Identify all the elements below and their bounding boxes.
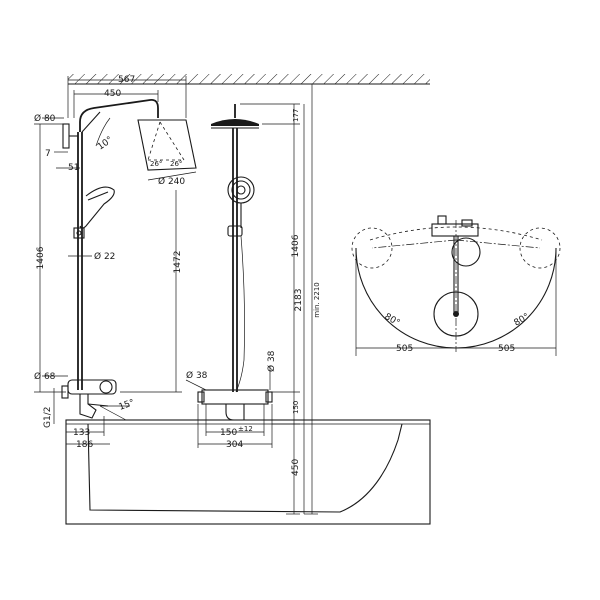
dim-min-2210: min. 2210 [313, 282, 321, 317]
dim-dia-68: Ø 68 [34, 371, 56, 382]
dim-1406-mid: 1406 [291, 234, 301, 257]
dim-1406-left: 1406 [36, 246, 46, 269]
dim-dia-38-left: Ø 38 [186, 370, 208, 381]
dim-450-v: 450 [291, 459, 301, 476]
dim-80deg-right: 80° [513, 312, 532, 329]
dim-7: 7 [45, 149, 51, 159]
dim-g12: G1/2 [43, 407, 53, 428]
dim-26deg-right: 26° [170, 160, 182, 168]
dim-133: 133 [73, 428, 90, 438]
bathtub [65, 419, 431, 525]
dim-26deg-left: 26° [150, 160, 162, 168]
dim-dia-80: Ø 80 [34, 113, 56, 124]
dim-dia-38-right: Ø 38 [266, 350, 277, 372]
dim-150-h: 150 [220, 428, 237, 438]
dim-tolerance-12: ±12 [238, 425, 253, 433]
dim-2183: 2183 [294, 289, 304, 312]
dim-1472: 1472 [173, 251, 183, 274]
side-view: 567 450 Ø 80 10° 7 51 26° 26° Ø 240 1406… [34, 75, 197, 450]
dim-505-right: 505 [498, 344, 515, 354]
dim-dia-22: Ø 22 [94, 251, 115, 262]
dim-51: 51 [68, 163, 79, 173]
ceiling [68, 74, 430, 85]
dim-dia-240: Ø 240 [158, 176, 185, 187]
front-view: 177 1406 2183 min. 2210 Ø 38 Ø 38 150 ±1… [185, 84, 321, 515]
dim-186: 186 [76, 440, 93, 450]
dim-567: 567 [118, 75, 135, 85]
dim-304: 304 [226, 440, 243, 450]
dim-450: 450 [104, 89, 121, 99]
dim-15deg: 15° [118, 398, 136, 413]
dim-505-left: 505 [396, 344, 413, 354]
dim-80deg-left: 80° [383, 312, 402, 329]
dim-177: 177 [292, 109, 300, 122]
dim-150-v: 150 [292, 401, 300, 414]
top-view: 80° 80° 505 505 [351, 215, 561, 356]
